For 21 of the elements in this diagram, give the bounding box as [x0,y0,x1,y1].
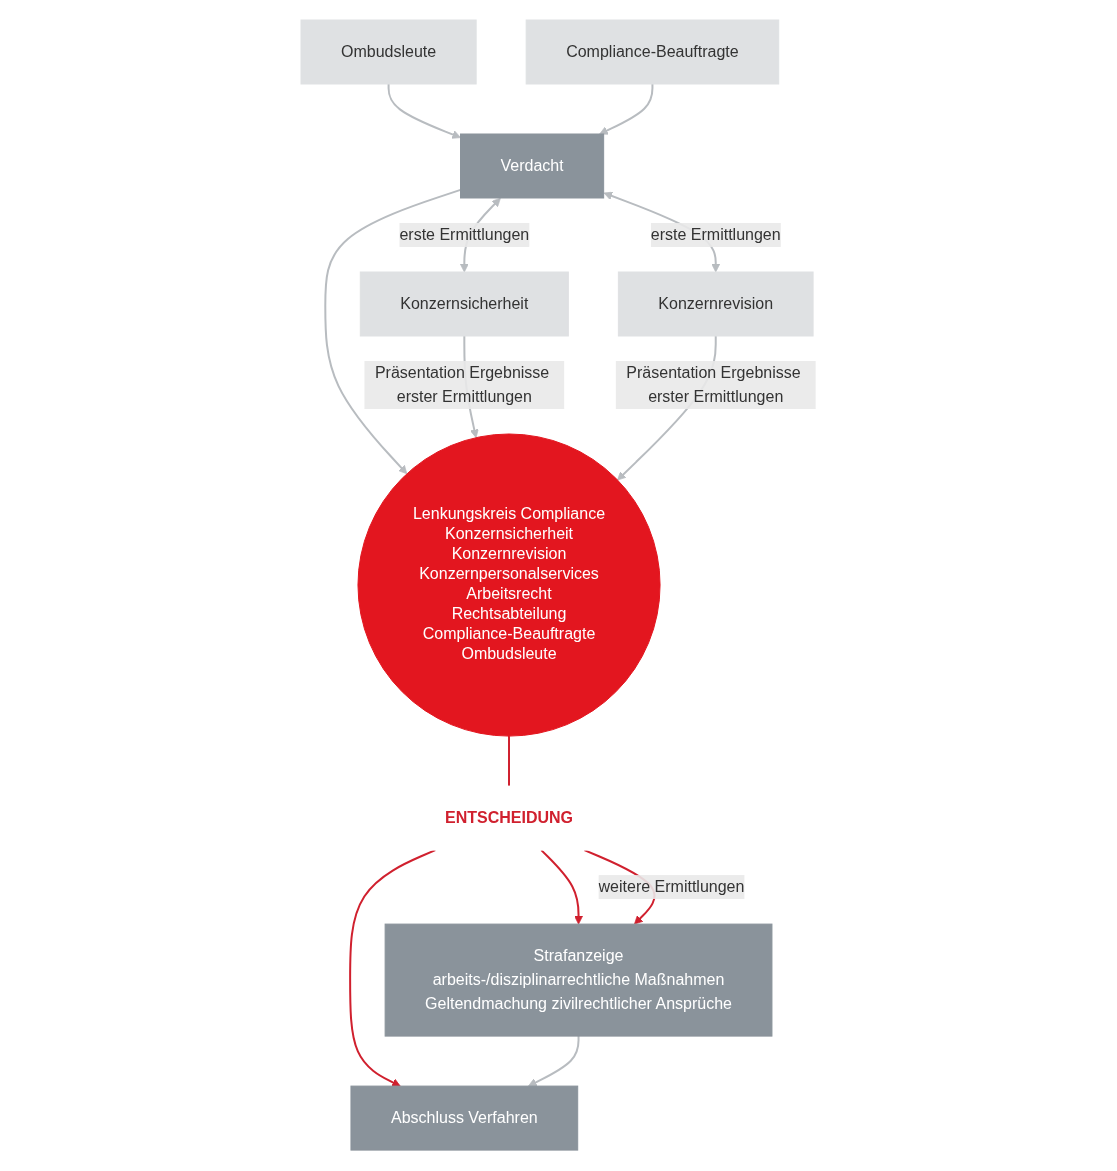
node-box: Compliance-Beauftragte [525,19,780,85]
node-circle: Lenkungskreis Compliance Konzernsicherheit Konzernrevision Konzernpersonalservices Arbeitsrecht Rechtsabteilung Compliance-Beauftragte Ombudsleute [357,433,661,738]
node-box: Verdacht [460,133,605,199]
node-box: Ombudsleute [300,19,477,85]
arrow [528,1035,580,1087]
connector [508,735,511,788]
edge-label: erste Ermittlungen [650,226,781,244]
edge-label: Präsentation Ergebnisse erster Ermittlungen [375,364,550,406]
edge-label: weitere Ermittlungen [598,878,745,896]
node-text: ENTSCHEIDUNG [445,809,574,827]
arrow [349,849,437,1087]
node-box: Konzernrevision [618,271,814,337]
edge-label: Präsentation Ergebnisse erster Ermittlungen [626,364,801,406]
node-box: Abschluss Verfahren [350,1086,579,1152]
arrow [324,189,462,475]
node-box: Strafanzeige arbeits-/disziplinarrechtliche Maßnahmen Geltendmachung zivilrechtlicher Ansprüche [384,924,773,1038]
arrow [599,83,654,136]
arrow [387,83,461,140]
arrow [540,849,584,925]
node-box: Konzernsicherheit [359,271,569,337]
edge-label: erste Ermittlungen [399,226,530,244]
